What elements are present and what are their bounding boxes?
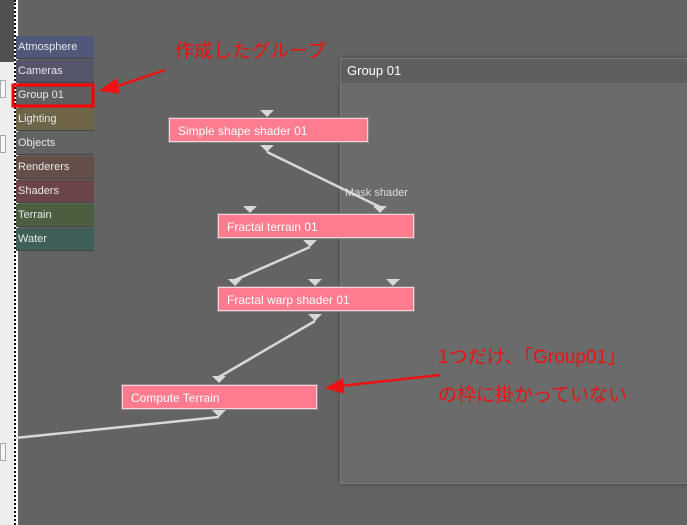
node-simple-shape-shader[interactable]: Simple shape shader 01 <box>168 117 369 143</box>
panel-button[interactable] <box>0 135 6 153</box>
category-shaders[interactable]: Shaders <box>16 180 94 203</box>
node-fractal-warp-shader[interactable]: Fractal warp shader 01 <box>217 286 415 312</box>
output-port <box>303 240 317 247</box>
input-port <box>228 279 242 286</box>
category-terrain[interactable]: Terrain <box>16 204 94 227</box>
input-port <box>386 279 400 286</box>
panel-splitter[interactable] <box>14 0 18 525</box>
output-port <box>212 410 226 417</box>
node-fractal-terrain[interactable]: Fractal terrain 01 <box>217 213 415 239</box>
input-port <box>373 206 387 213</box>
category-cameras[interactable]: Cameras <box>16 60 94 83</box>
group-title: Group 01 <box>341 59 687 83</box>
edge-label: Mask shader <box>345 187 408 199</box>
category-renderers[interactable]: Renderers <box>16 156 94 179</box>
category-atmosphere[interactable]: Atmosphere <box>16 36 94 59</box>
left-panel <box>0 0 15 525</box>
left-panel-header <box>0 0 15 62</box>
input-port <box>260 110 274 117</box>
annotation-line2: の枠に掛かっていない <box>438 385 628 406</box>
input-port <box>308 279 322 286</box>
category-water[interactable]: Water <box>16 228 94 251</box>
category-objects[interactable]: Objects <box>16 132 94 155</box>
group-frame[interactable]: Group 01 <box>340 58 687 484</box>
output-port <box>260 145 274 152</box>
panel-button[interactable] <box>0 80 6 98</box>
panel-button[interactable] <box>0 443 6 461</box>
highlight-box <box>11 83 95 108</box>
annotation-created-group: 作成したグループ <box>175 41 326 62</box>
node-compute-terrain[interactable]: Compute Terrain <box>121 384 318 410</box>
annotation-line1: 1つだけ、「Group01」 <box>438 347 627 368</box>
category-lighting[interactable]: Lighting <box>16 108 94 131</box>
input-port <box>243 206 257 213</box>
input-port <box>212 376 226 383</box>
output-port <box>308 314 322 321</box>
